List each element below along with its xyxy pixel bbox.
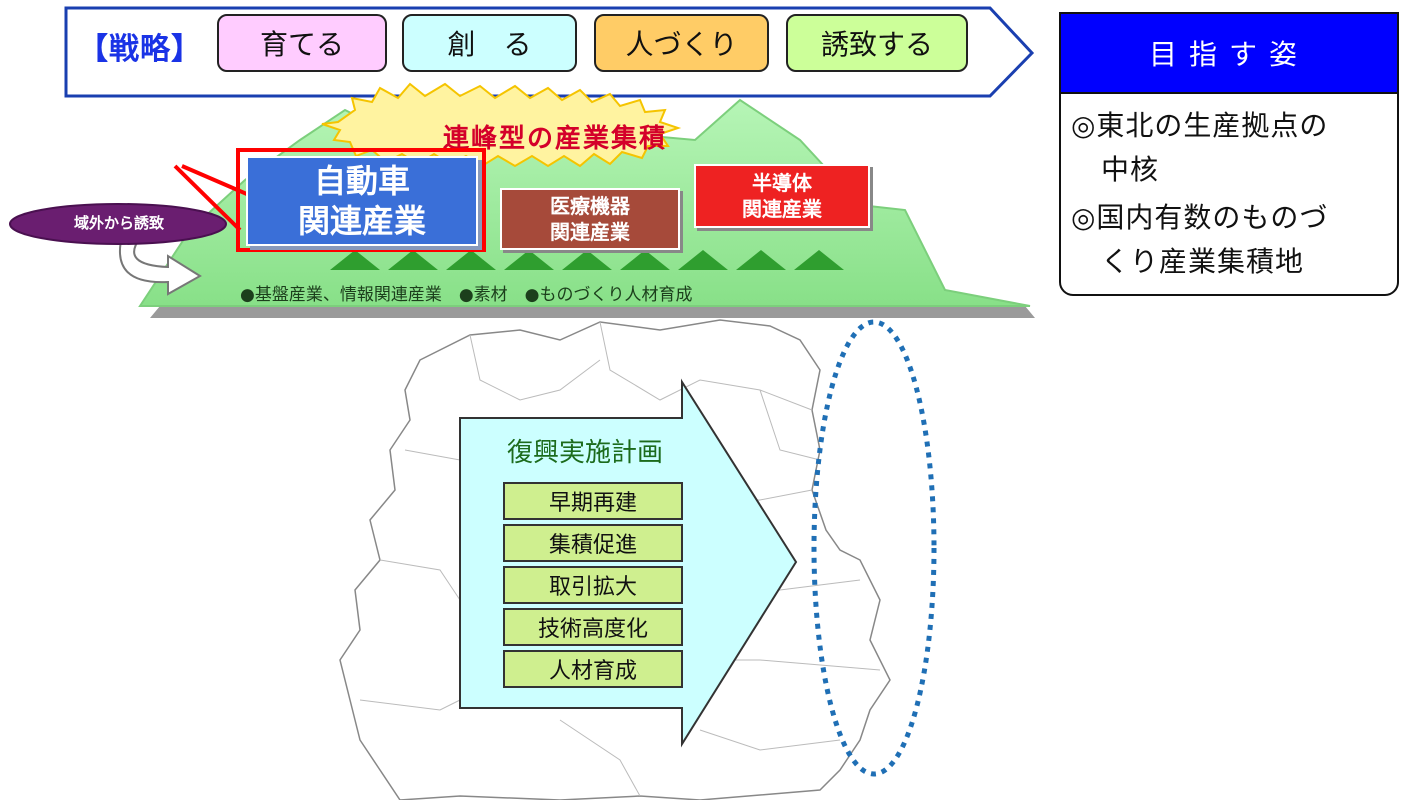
invite-text: 域外から誘致 [73, 214, 164, 232]
strategy-item-label: 創 る [447, 28, 532, 61]
medical-industry-box: 医療機器 関連産業 [500, 188, 680, 250]
strategy-item-tsukuru: 創 る [402, 14, 577, 72]
strategy-item-label: 誘致する [820, 28, 933, 61]
strategy-item-sodateru: 育てる [217, 14, 387, 72]
auto-industry-line: 関連産業 [297, 202, 426, 240]
medical-industry-line: 医療機器 [550, 194, 630, 218]
auto-highlight-frame [236, 148, 486, 252]
invite-arrow [119, 234, 202, 296]
semiconductor-industry-box: 半導体 関連産業 [694, 164, 870, 228]
semiconductor-industry-line: 関連産業 [742, 197, 822, 221]
auto-industry-line: 自動車 [313, 162, 410, 200]
plan-item: 技術高度化 [503, 608, 683, 646]
goal-box: 目指す姿 ◎東北の生産拠点の 中核 ◎国内有数のものづ くり産業集積地 [1059, 12, 1399, 296]
goal-item-line: 中核 [1101, 153, 1160, 186]
coastal-area-ellipse [811, 319, 937, 777]
plan-item: 人材育成 [503, 650, 683, 688]
invite-badge [9, 203, 227, 245]
goal-item-line: くり産業集積地 [1101, 245, 1305, 278]
base-industry-text: ●基盤産業、情報関連産業 ●素材 ●ものづくり人材育成 [240, 285, 693, 305]
plan-item: 取引拡大 [503, 566, 683, 604]
goal-item-line: ◎東北の生産拠点の [1071, 109, 1329, 142]
goal-item: ◎東北の生産拠点の 中核 [1061, 104, 1397, 192]
goal-title: 目指す姿 [1061, 14, 1397, 94]
goal-item: ◎国内有数のものづ くり産業集積地 [1061, 196, 1397, 284]
strategy-item-yuchi: 誘致する [786, 14, 968, 72]
strategy-item-hitozukuri: 人づくり [594, 14, 769, 72]
auto-industry-box: 自動車 関連産業 [246, 156, 478, 246]
goal-item-line: ◎国内有数のものづ [1071, 201, 1329, 234]
callout-line [173, 164, 242, 232]
plan-item: 集積促進 [503, 524, 683, 562]
medical-industry-line: 関連産業 [550, 220, 630, 244]
semiconductor-industry-line: 半導体 [752, 171, 812, 195]
strategy-item-label: 人づくり [625, 28, 738, 61]
triangle-row [330, 250, 844, 270]
plan-title: 復興実施計画 [506, 438, 663, 468]
strategy-label: 【戦略】 [78, 32, 202, 67]
strategy-item-label: 育てる [259, 28, 344, 61]
mountain-shadow [150, 306, 1035, 318]
plan-item: 早期再建 [503, 482, 683, 520]
